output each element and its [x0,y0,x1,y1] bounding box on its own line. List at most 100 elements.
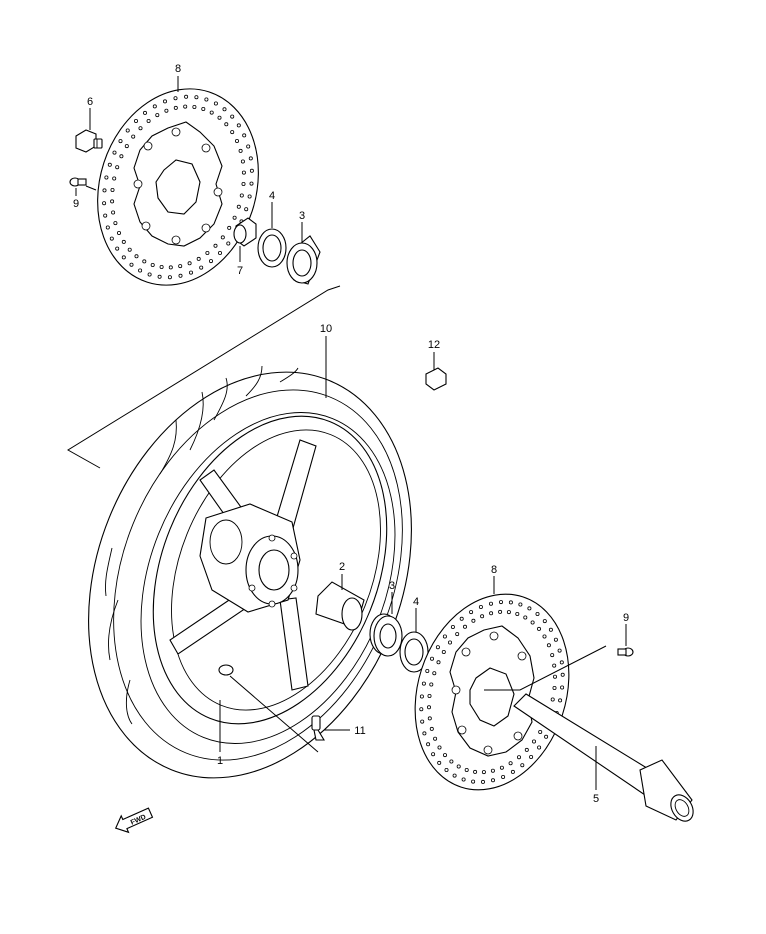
vent-hole [124,144,129,149]
vent-hole [537,745,542,750]
vent-hole [431,752,436,757]
front-axle-5 [513,693,694,822]
vent-hole [162,99,167,104]
vent-hole [553,674,558,679]
vent-hole [498,600,503,605]
vent-hole [560,672,565,677]
vent-hole [552,686,557,691]
callout-7: 7 [237,265,243,277]
vent-hole [142,259,147,264]
vent-hole [517,755,522,760]
vent-hole [146,119,151,124]
wheel-spacer-2 [315,581,365,631]
vent-hole [220,235,225,240]
vent-hole [426,705,431,710]
vent-hole [242,133,247,138]
vent-hole [168,265,173,270]
vent-hole [527,606,532,611]
vent-hole [248,156,253,161]
vent-hole [236,204,241,209]
vent-hole [442,634,447,639]
vent-hole [542,634,547,639]
vent-hole [113,221,118,226]
vent-hole [239,193,244,198]
vent-hole [538,730,543,735]
callout-12: 12 [428,339,440,351]
vent-hole [518,602,523,607]
vent-hole [121,255,126,260]
vent-hole [444,768,449,773]
vent-hole [480,779,485,784]
vent-hole [469,610,474,615]
vent-hole [236,123,241,128]
callout-8-bottom: 8 [491,564,497,576]
vent-hole [183,104,188,109]
vent-hole [115,246,120,251]
vent-hole [441,650,446,655]
vent-hole [133,119,138,124]
vent-hole [535,612,540,617]
vent-hole [557,648,562,653]
vent-hole [419,707,424,712]
vent-hole [109,236,114,241]
vent-hole [490,778,495,783]
vent-hole [111,210,116,215]
callout-11: 11 [354,725,365,737]
vent-hole [249,168,254,173]
callout-6: 6 [87,96,93,108]
vent-hole [213,243,218,248]
vent-hole [209,110,214,115]
vent-hole [461,777,466,782]
vent-hole [247,194,252,199]
vent-hole [105,225,110,230]
vent-hole [167,275,172,280]
vent-hole [217,250,222,255]
vent-hole [213,101,218,106]
vent-hole [110,187,115,192]
vent-hole [548,627,553,632]
vent-hole [523,615,528,620]
vent-hole [427,716,432,721]
vent-hole [530,620,535,625]
vent-hole [217,115,222,120]
vent-hole [119,154,124,159]
vent-hole [550,697,555,702]
vent-hole [196,256,201,261]
vent-hole [498,609,503,614]
vent-hole [104,175,109,180]
vent-hole [420,719,425,724]
vent-hole [147,272,152,277]
vent-hole [462,624,467,629]
vent-hole [520,763,525,768]
vent-hole [447,640,452,645]
oil-seal-4-bottom [399,631,429,673]
vent-hole [429,656,434,661]
vent-hole [241,170,246,175]
callout-9-bottom: 9 [623,612,629,624]
vent-hole [127,247,132,252]
vent-hole [129,262,134,267]
vent-hole [107,162,112,167]
vent-hole [421,681,426,686]
vent-hole [204,97,209,102]
vent-hole [234,138,239,143]
vent-hole [142,110,147,115]
vent-hole [429,726,434,731]
vent-hole [471,618,476,623]
vent-hole [449,759,454,764]
vent-hole [546,643,551,648]
vent-hole [102,188,107,193]
vent-hole [432,671,437,676]
callout-numbers: 8 6 9 4 3 7 10 12 2 3 8 4 9 11 1 5 [73,63,629,805]
vent-hole [241,181,246,186]
vent-hole [205,250,210,255]
vent-hole [150,262,155,267]
vent-hole [537,626,542,631]
callout-5: 5 [593,793,599,805]
vent-hole [173,96,178,101]
vent-hole [173,105,178,110]
vent-hole [178,273,183,278]
vent-hole [481,770,486,775]
fwd-direction-arrow-icon: FWD [114,807,154,834]
